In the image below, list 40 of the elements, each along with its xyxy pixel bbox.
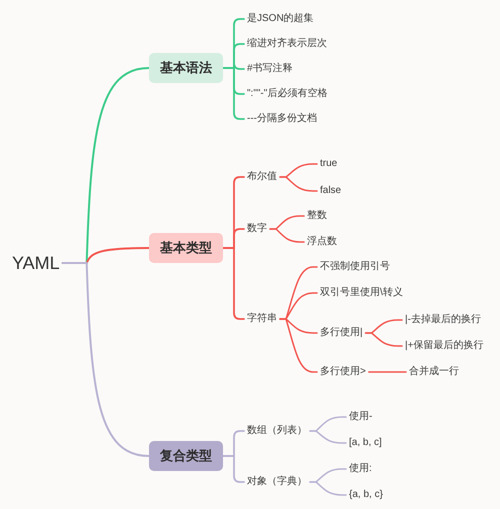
subtopic-label: 使用: bbox=[346, 462, 375, 476]
subtopic-label: ---分隔多份文档 bbox=[244, 112, 320, 126]
subtopic-label: 多行使用| bbox=[317, 326, 366, 340]
subtopic-label: 布尔值 bbox=[244, 170, 280, 184]
branch-line bbox=[279, 318, 318, 373]
branch-line bbox=[222, 67, 245, 120]
subtopic-label: 数字 bbox=[244, 222, 270, 236]
subtopic-label: 不强制使用引号 bbox=[317, 260, 393, 274]
branch-line bbox=[364, 332, 403, 347]
branch-line bbox=[222, 455, 245, 483]
subtopic-label: |-去掉最后的换行 bbox=[402, 314, 484, 326]
root-topic-label: YAML bbox=[9, 252, 63, 274]
subtopic-label: false bbox=[317, 184, 344, 198]
subtopic-label: ":""-"后必须有空格 bbox=[244, 88, 330, 100]
subtopic-label: #书写注释 bbox=[244, 62, 296, 76]
branch-line bbox=[222, 247, 245, 320]
subtopic-label: 使用- bbox=[346, 410, 376, 424]
subtopic-label: {a, b, c} bbox=[346, 488, 386, 502]
branch-line bbox=[309, 430, 347, 444]
branch-line bbox=[62, 262, 150, 457]
subtopic-label: 是JSON的超集 bbox=[244, 12, 317, 26]
subtopic-label: 整数 bbox=[304, 210, 330, 222]
subtopic-label: true bbox=[317, 158, 340, 170]
subtopic-label: [a, b, c] bbox=[346, 436, 385, 450]
subtopic-label: 双引号里使用\转义 bbox=[317, 286, 406, 300]
branch-line bbox=[309, 481, 347, 496]
subtopic-label: 浮点数 bbox=[304, 236, 340, 248]
branch-topic-box: 基本类型 bbox=[149, 233, 223, 263]
subtopic-label: 对象（字典） bbox=[244, 476, 310, 488]
subtopic-label: 多行使用> bbox=[317, 366, 369, 378]
subtopic-label: 合并成一行 bbox=[406, 366, 462, 378]
branch-topic-box: 基本语法 bbox=[149, 53, 223, 83]
subtopic-label: 缩进对齐表示层次 bbox=[244, 38, 330, 50]
subtopic-label: 字符串 bbox=[244, 312, 280, 326]
subtopic-label: 数组（列表） bbox=[244, 424, 310, 438]
branch-line bbox=[279, 176, 318, 192]
branch-line bbox=[269, 228, 305, 243]
branch-line bbox=[368, 371, 407, 373]
branch-topic-box: 复合类型 bbox=[149, 441, 223, 471]
subtopic-label: |+保留最后的换行 bbox=[402, 340, 486, 352]
